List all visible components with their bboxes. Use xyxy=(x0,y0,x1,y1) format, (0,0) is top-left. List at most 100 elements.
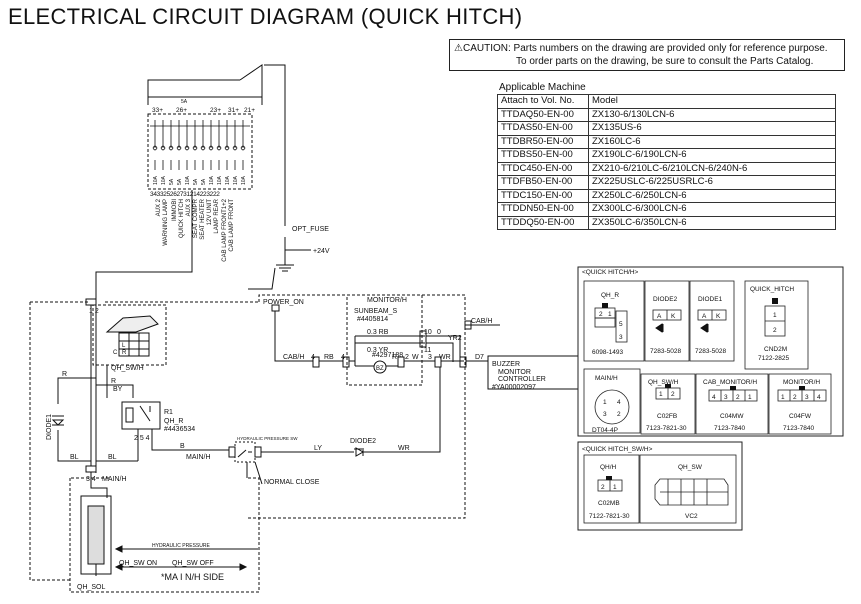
qh-sw-h-title: QH_SW/H xyxy=(648,379,679,386)
bl-label-1: BL xyxy=(70,454,79,461)
fuse-icon xyxy=(152,145,158,151)
qh-h-pin-2: 2 xyxy=(601,484,605,491)
main-h-pin-3: 3 xyxy=(603,411,607,418)
qh-r-pin-3: 3 xyxy=(619,334,623,341)
quick-hitch-cell xyxy=(744,280,809,370)
r-wire-1 xyxy=(57,377,96,404)
mon-h-pn: 7123-7840 xyxy=(783,425,814,432)
mon-h-cell xyxy=(768,373,832,435)
qh-sol-label: QH_SOL xyxy=(77,584,106,591)
fuse-rating: 10A xyxy=(161,175,167,185)
fuse-rating: 10A xyxy=(233,175,239,185)
main-h-connector xyxy=(228,446,236,458)
qh-sw-h-pn: 7123-7821-30 xyxy=(646,425,687,432)
sunbeam-pn-label: #4405814 xyxy=(357,316,388,323)
fuse-rating: 10A xyxy=(225,175,231,185)
pin-3-label: 3 xyxy=(428,354,432,361)
pin-10-label: 10 xyxy=(424,329,432,336)
monitor-wires xyxy=(355,335,425,344)
quick-hitch-pin-2: 2 xyxy=(773,327,777,334)
mon-h-pin-2: 2 xyxy=(793,394,797,401)
qh-h-latch xyxy=(606,476,612,480)
main-h-title: MAIN/H xyxy=(595,375,618,382)
fuse-rating: 5A xyxy=(169,178,175,185)
cab-h-label: CAB/H xyxy=(283,354,304,361)
fuse-rating: 5A xyxy=(201,178,207,185)
monitor-connector-right xyxy=(419,330,427,348)
connector-labels: QH_R 2 1 5 3 6098-1493 DIODE2 A K 7283-5… xyxy=(589,286,821,520)
qh-r-cell xyxy=(583,280,645,362)
w-label: W xyxy=(412,354,419,361)
qh-r-pn: 6098-1493 xyxy=(592,349,623,356)
qh-r-pin-box-mid xyxy=(594,317,616,328)
bz-symbol xyxy=(373,360,387,374)
wire-yr-label: 0.3 YR xyxy=(367,347,388,354)
fuse-icon xyxy=(208,145,214,151)
connector-panel: <QUICK HITCH/H> <QUICK HITCH_SW/H> xyxy=(577,266,844,531)
fuse-circuit-label: SEAT COMPR xyxy=(193,198,199,238)
diagram-title: ELECTRICAL CIRCUIT DIAGRAM (QUICK HITCH) xyxy=(8,4,523,29)
qh-switch-body xyxy=(105,315,159,333)
d7-connector xyxy=(459,356,467,368)
cab-mon-pin-1: 1 xyxy=(748,394,752,401)
qh-r-pn-label: #4436534 xyxy=(164,426,195,433)
cab-mon-latch xyxy=(730,386,736,390)
qh-r-label: QH_R xyxy=(164,418,183,425)
diode2-pin-k: K xyxy=(671,313,676,320)
fuse-icon xyxy=(240,145,246,151)
switch-grid-l: L xyxy=(122,343,126,349)
connector-panel-2-frame xyxy=(577,441,743,531)
fuse-top-lead xyxy=(239,64,263,105)
fuse-top-number: 26+ xyxy=(176,107,187,114)
controller-label: CONTROLLER xyxy=(498,376,546,383)
wr2-label: WR xyxy=(398,445,410,452)
qh-sw-h-code: C02FB xyxy=(657,413,677,420)
cab-h-connector-2 xyxy=(342,356,350,368)
circuit-labels: OPT_FUSE +24V POWER_ON CAB/H MONITOR/H S… xyxy=(46,226,546,591)
qh-sw-h-pin-1: 1 xyxy=(659,391,663,398)
fuse-icon xyxy=(184,145,190,151)
diode1-pin-a: A xyxy=(702,313,707,320)
fuse-rating: 5A xyxy=(177,178,183,185)
fuse-icon xyxy=(200,145,206,151)
fuse-icon xyxy=(160,145,166,151)
qh-sw-cell xyxy=(639,454,737,524)
relay-r1-contact xyxy=(139,405,151,422)
fuse-icon xyxy=(232,145,238,151)
diode1-cell xyxy=(689,280,735,362)
r-wire-2 xyxy=(96,384,134,398)
diode1-icon xyxy=(700,323,709,333)
qh-sw-frame xyxy=(69,477,260,593)
ly-label: LY xyxy=(314,445,322,452)
fuse-amp-label: 5A xyxy=(181,99,188,105)
qh-switch-grid xyxy=(118,332,150,357)
caution-line-2: To order parts on the drawing, be sure t… xyxy=(516,56,814,67)
switch-grid-c: C xyxy=(113,350,118,356)
diode1-label: DIODE1 xyxy=(46,414,53,440)
fuse-top-number: 23+ xyxy=(210,107,221,114)
bz-label: BZ xyxy=(376,366,384,372)
qh-r-pin-box-right xyxy=(615,310,628,343)
cab-mon-dividers xyxy=(720,390,746,401)
qh-sw-h-pin-2: 2 xyxy=(671,391,675,398)
monitor-title-label: MONITOR/H xyxy=(367,297,407,304)
cab-mon-cell xyxy=(695,373,769,435)
qh-r-pin-2: 2 xyxy=(599,311,603,318)
qh-sw-off-label: QH_SW OFF xyxy=(172,560,214,567)
fuse-circuit-label: WARNING LAMP xyxy=(163,199,169,246)
pin-11-label: 11 xyxy=(424,347,431,354)
qh-h-pin-1: 1 xyxy=(613,484,617,491)
diode1-pin-k: K xyxy=(716,313,721,320)
main-h-connector-shell xyxy=(594,389,630,425)
monitor-frame xyxy=(346,294,423,386)
fuse-rating: 5A xyxy=(193,178,199,185)
qh-switch-frame xyxy=(92,304,167,366)
main-h-code: DT04-4P xyxy=(592,427,618,434)
wire-rb-label: 0.3 RB xyxy=(367,329,389,336)
pin-4a-label: 4 xyxy=(311,354,315,361)
caution-box: ⚠CAUTION: Parts numbers on the drawing a… xyxy=(449,39,845,71)
caution-line-1: ⚠CAUTION: Parts numbers on the drawing a… xyxy=(454,43,828,54)
main-h-cell xyxy=(583,368,641,434)
rb-left-label: RB xyxy=(324,354,334,361)
quick-hitch-pin-1: 1 xyxy=(773,312,777,319)
